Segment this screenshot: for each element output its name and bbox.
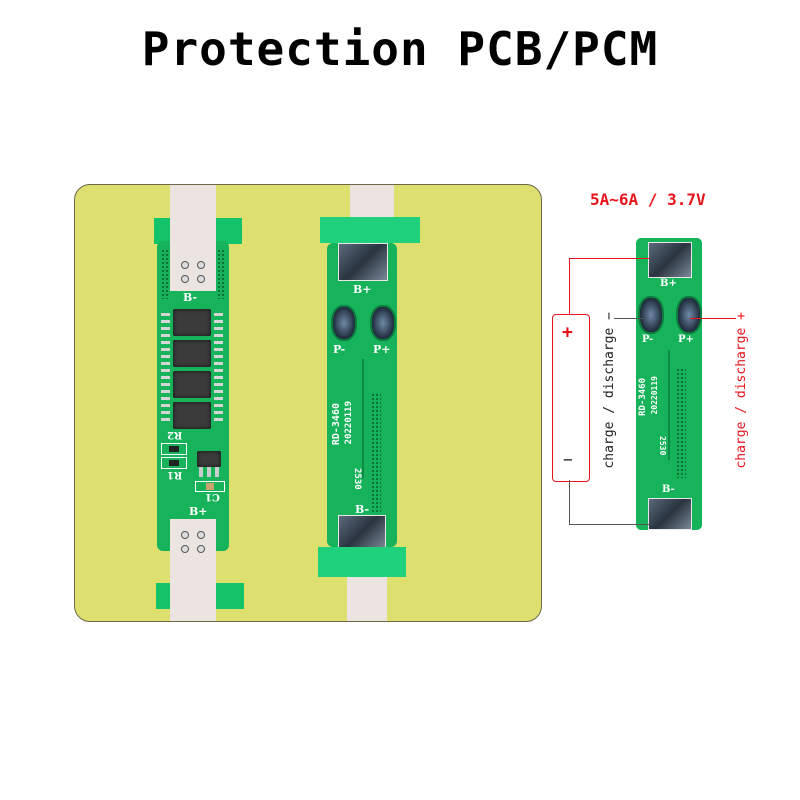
resistor-r2 [161, 443, 187, 455]
middle-pcb: B+ P- P+ RD-3460 20220119 2530 B- [327, 243, 397, 549]
pcb-tab-top [320, 217, 420, 243]
trace-line [668, 350, 670, 460]
solder-point [197, 261, 205, 269]
diag-p-plus-label: P+ [678, 334, 694, 345]
via-dots [161, 249, 169, 299]
wire-p-plus [690, 318, 736, 319]
mosfet-chip [173, 309, 211, 336]
annotation-charge-discharge-positive: charge / discharge + [734, 312, 749, 469]
r1-label: R1 [167, 469, 183, 480]
regulator-ic [197, 451, 221, 467]
chip-pins [214, 313, 223, 425]
mid-p-plus-label: P+ [373, 343, 391, 356]
diag-date-label: 20220119 [650, 376, 659, 415]
page-title: Protection PCB/PCM [141, 22, 659, 76]
wire-negative [569, 480, 650, 525]
mosfet-chip [173, 340, 211, 367]
diag-b-plus-label: B+ [660, 278, 677, 289]
wire-positive [569, 258, 650, 315]
mid-model-label: RD-3460 [331, 403, 342, 446]
diag-chip-label: 2530 [658, 436, 667, 456]
mosfet-chip [173, 371, 211, 398]
solder-point [181, 531, 189, 539]
left-b-plus-label: B+ [189, 505, 208, 518]
ic-pins [199, 467, 219, 477]
solder-point [197, 275, 205, 283]
pad-p-minus [331, 305, 357, 341]
solder-pad-b-plus [648, 242, 692, 278]
spec-label: 5A~6A / 3.7V [590, 190, 706, 209]
via-dots [217, 249, 225, 299]
mid-p-minus-label: P- [333, 343, 346, 356]
solder-point [181, 275, 189, 283]
capacitor-c1 [195, 481, 225, 492]
trace-line [362, 359, 364, 479]
left-b-minus-label: B- [183, 291, 198, 304]
nickel-strip-bottom [347, 577, 387, 621]
pcb-tab-bottom [318, 547, 406, 577]
battery-cell [552, 314, 590, 482]
diagram-pcb: B+ P- P+ RD-3460 20220119 2530 B- [636, 238, 702, 530]
solder-pad-b-minus [338, 515, 386, 549]
solder-point [181, 545, 189, 553]
mid-date-label: 20220119 [344, 401, 354, 445]
c1-label: C1 [205, 491, 220, 502]
solder-pad-b-minus [648, 498, 692, 530]
pad-p-plus [370, 305, 396, 341]
mid-b-minus-label: B- [355, 503, 370, 516]
solder-pad-b-plus [338, 243, 388, 281]
solder-point [197, 531, 205, 539]
annotation-charge-discharge-negative: charge / discharge − [602, 312, 617, 469]
diag-p-minus-label: P- [642, 334, 654, 345]
wire-p-minus [614, 318, 644, 319]
battery-minus: − [563, 450, 573, 469]
solder-point [197, 545, 205, 553]
pad-p-minus [638, 296, 664, 334]
nickel-strip-bottom [170, 519, 216, 621]
nickel-strip-top-overlay [170, 185, 216, 291]
mosfet-chip [173, 402, 211, 429]
via-dots [676, 368, 686, 478]
product-photo-panel: B- R2 R1 C1 B+ B+ P- P+ RD-3460 20220119… [74, 184, 542, 622]
mid-chip-label: 2530 [352, 468, 362, 490]
solder-point [181, 261, 189, 269]
pad-p-plus [676, 296, 702, 334]
mid-b-plus-label: B+ [353, 283, 372, 296]
chip-pins [161, 313, 170, 425]
via-dots [371, 393, 381, 513]
battery-plus: + [562, 322, 573, 343]
diag-b-minus-label: B- [662, 484, 675, 495]
diag-model-label: RD-3460 [638, 378, 648, 416]
r2-label: R2 [167, 429, 183, 440]
resistor-r1 [161, 457, 187, 469]
